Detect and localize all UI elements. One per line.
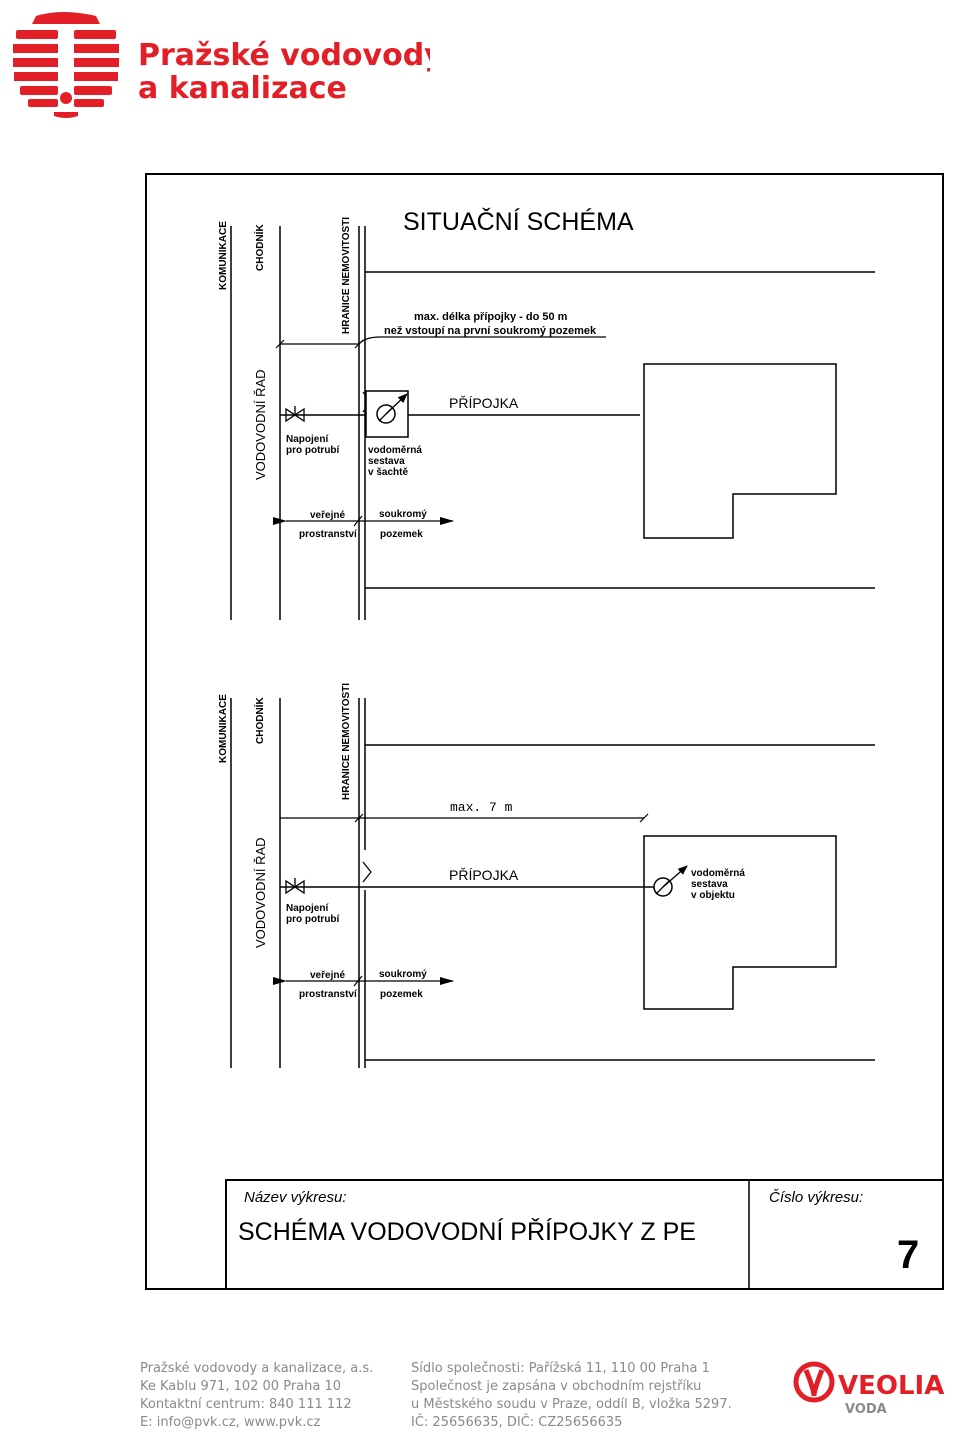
footer-line: Kontaktní centrum: 840 111 112 (140, 1397, 352, 1412)
company-name-line2: a kanalizace (138, 71, 347, 106)
label-meter-3: v objektu (691, 890, 735, 901)
veolia-emblem-icon (793, 1361, 835, 1403)
top-scheme-labels: KOMUNIKACE CHODNÍK HRANICE NEMOVITOSTI V… (218, 217, 597, 540)
drawing-name-label: Název výkresu: (244, 1189, 347, 1206)
label-meter-3: v šachtě (368, 467, 408, 478)
drawing-number-label: Číslo výkresu: (769, 1189, 863, 1206)
footer-company-info: Pražské vodovody a kanalizace, a.s. Ke K… (140, 1360, 373, 1432)
label-soukromy-2: pozemek (380, 529, 423, 540)
label-napojeni-1: Napojení (286, 903, 329, 914)
label-verejne-1: veřejné (310, 970, 345, 981)
label-pripojka: PŘÍPOJKA (449, 867, 519, 883)
drawing-number-value: 7 (897, 1233, 919, 1277)
pvk-emblem-icon (13, 12, 119, 118)
company-name-line1: Pražské vodovody (138, 38, 430, 73)
pvk-logo: Pražské vodovody a kanalizace (13, 12, 430, 118)
label-soukromy-1: soukromý (379, 509, 427, 520)
drawing-name-value: SCHÉMA VODOVODNÍ PŘÍPOJKY Z PE (238, 1217, 696, 1246)
footer-line: u Městského soudu v Praze, oddíl B, vlož… (411, 1397, 732, 1412)
label-chodnik: CHODNÍK (253, 224, 266, 271)
label-soukromy-1: soukromý (379, 969, 427, 980)
top-scheme (230, 226, 875, 620)
footer-line: Ke Kablu 971, 102 00 Praha 10 (140, 1379, 342, 1394)
footer-line: Sídlo společnosti: Pařížská 11, 110 00 P… (411, 1361, 710, 1376)
label-meter-1: vodoměrná (368, 445, 422, 456)
veolia-logo: VEOLIA VODA (793, 1361, 944, 1417)
label-verejne-2: prostranství (299, 989, 358, 1000)
bottom-scheme (230, 698, 875, 1068)
footer-line: E: info@pvk.cz, www.pvk.cz (140, 1415, 321, 1430)
label-vodovodni-rad: VODOVODNÍ ŘAD (253, 837, 268, 948)
situation-diagram: SITUAČNÍ SCHÉMA KOMUNIKACE CHODNÍK HRANI… (145, 173, 944, 1290)
label-komunikace: KOMUNIKACE (218, 221, 229, 290)
label-napojeni-2: pro potrubí (286, 445, 341, 456)
label-meter-1: vodoměrná (691, 868, 745, 879)
footer-line: IČ: 25656635, DIČ: CZ25656635 (411, 1415, 623, 1430)
label-meter-2: sestava (368, 456, 405, 467)
note-line1: max. délka přípojky - do 50 m (414, 311, 568, 323)
veolia-brand: VEOLIA (838, 1371, 944, 1401)
note-line2: než vstoupí na první soukromý pozemek (384, 325, 597, 337)
label-vodovodni-rad: VODOVODNÍ ŘAD (253, 369, 268, 480)
footer-line: Pražské vodovody a kanalizace, a.s. (140, 1361, 374, 1376)
label-komunikace: KOMUNIKACE (218, 694, 229, 763)
label-soukromy-2: pozemek (380, 989, 423, 1000)
label-max-length: max. 7 m (450, 800, 513, 815)
label-napojeni-1: Napojení (286, 434, 329, 445)
label-hranice: HRANICE NEMOVITOSTI (341, 683, 352, 800)
label-napojeni-2: pro potrubí (286, 914, 341, 925)
label-chodnik: CHODNÍK (253, 697, 266, 744)
title-block: Název výkresu: SCHÉMA VODOVODNÍ PŘÍPOJKY… (225, 1179, 944, 1290)
footer-registration-info: Sídlo společnosti: Pařížská 11, 110 00 P… (411, 1360, 732, 1432)
diagram-title: SITUAČNÍ SCHÉMA (403, 207, 634, 236)
label-meter-2: sestava (691, 879, 728, 890)
label-hranice: HRANICE NEMOVITOSTI (341, 217, 352, 334)
footer-line: Společnost je zapsána v obchodním rejstř… (411, 1379, 702, 1394)
bottom-scheme-labels: KOMUNIKACE CHODNÍK HRANICE NEMOVITOSTI V… (218, 683, 745, 1000)
label-verejne-2: prostranství (299, 529, 358, 540)
veolia-sub: VODA (845, 1402, 887, 1417)
label-pripojka: PŘÍPOJKA (449, 395, 519, 411)
label-verejne-1: veřejné (310, 510, 345, 521)
